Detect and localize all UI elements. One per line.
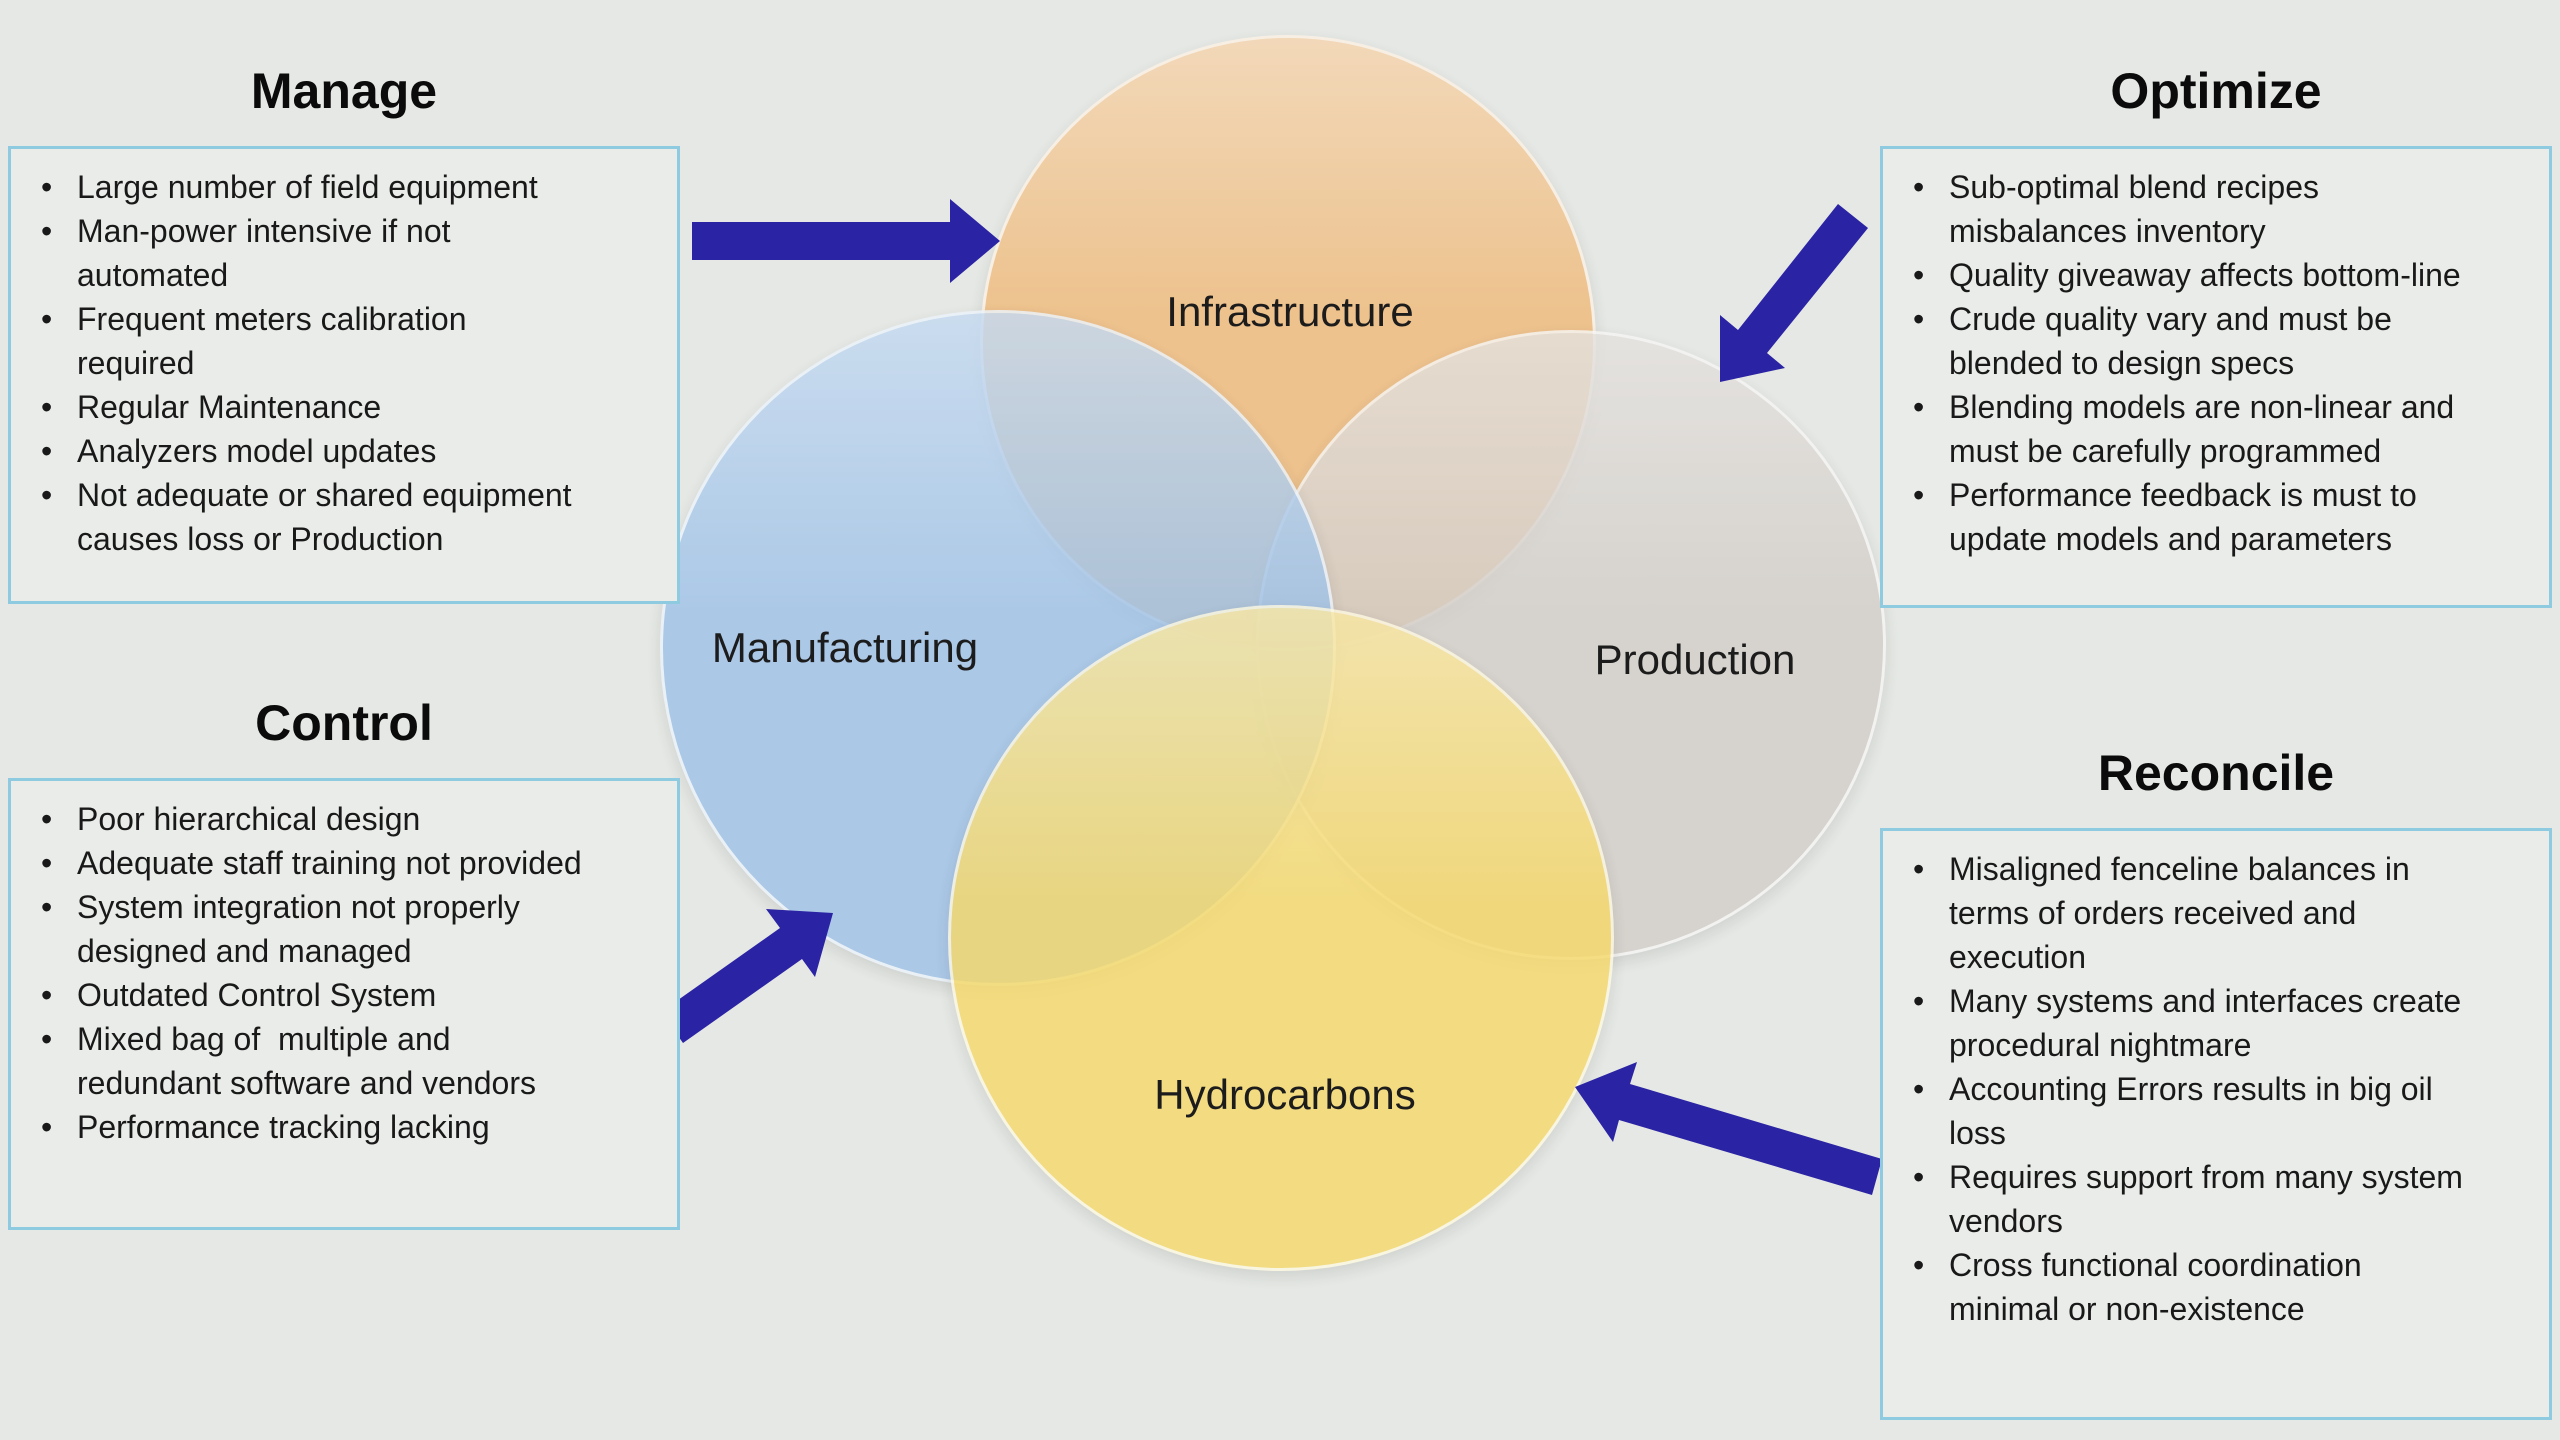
arrow-reconcile-to-hydrocarbons	[1575, 1062, 1882, 1195]
panel-box-manage: Large number of field equipmentMan-power…	[8, 146, 680, 604]
bullet-item: Outdated Control System	[25, 973, 667, 1017]
bullet-list-optimize: Sub-optimal blend recipes misbalances in…	[1897, 165, 2539, 561]
bullet-item: Adequate staff training not provided	[25, 841, 667, 885]
bullet-item: Mixed bag of multiple and redundant soft…	[25, 1017, 667, 1105]
bullet-list-reconcile: Misaligned fenceline balances in terms o…	[1897, 847, 2539, 1331]
bullet-item: Sub-optimal blend recipes misbalances in…	[1897, 165, 2539, 253]
panel-box-reconcile: Misaligned fenceline balances in terms o…	[1880, 828, 2552, 1420]
bullet-item: Cross functional coordination minimal or…	[1897, 1243, 2539, 1331]
panel-box-optimize: Sub-optimal blend recipes misbalances in…	[1880, 146, 2552, 608]
bullet-item: Regular Maintenance	[25, 385, 667, 429]
panel-manage: Manage Large number of field equipmentMa…	[8, 62, 680, 604]
arrow-manage-to-infrastructure	[692, 199, 1000, 283]
bullet-item: Frequent meters calibration required	[25, 297, 667, 385]
panel-optimize: Optimize Sub-optimal blend recipes misba…	[1880, 62, 2552, 608]
bullet-item: Blending models are non-linear and must …	[1897, 385, 2539, 473]
panel-title-manage: Manage	[250, 63, 438, 119]
bullet-item: Performance feedback is must to update m…	[1897, 473, 2539, 561]
panel-title-optimize: Optimize	[2110, 63, 2322, 119]
panel-reconcile: Reconcile Misaligned fenceline balances …	[1880, 744, 2552, 1420]
bullet-item: System integration not properly designed…	[25, 885, 667, 973]
bullet-item: Crude quality vary and must be blended t…	[1897, 297, 2539, 385]
bullet-item: Accounting Errors results in big oil los…	[1897, 1067, 2539, 1155]
panel-title-reconcile: Reconcile	[2097, 745, 2335, 801]
bullet-list-control: Poor hierarchical designAdequate staff t…	[25, 797, 667, 1149]
bullet-item: Analyzers model updates	[25, 429, 667, 473]
bullet-item: Man-power intensive if not automated	[25, 209, 667, 297]
venn-label-manufacturing: Manufacturing	[711, 624, 979, 671]
arrow-optimize-to-production	[1720, 204, 1868, 382]
panel-title-control: Control	[255, 695, 433, 751]
venn-label-infrastructure: Infrastructure	[1166, 288, 1414, 335]
bullet-item: Not adequate or shared equipment causes …	[25, 473, 667, 561]
bullet-item: Misaligned fenceline balances in terms o…	[1897, 847, 2539, 979]
arrow-control-to-manufacturing	[661, 909, 833, 1043]
panel-control: Control Poor hierarchical designAdequate…	[8, 694, 680, 1230]
bullet-item: Large number of field equipment	[25, 165, 667, 209]
venn-label-hydrocarbons: Hydrocarbons	[1154, 1071, 1416, 1118]
bullet-item: Requires support from many system vendor…	[1897, 1155, 2539, 1243]
venn-label-production: Production	[1594, 636, 1796, 683]
panel-box-control: Poor hierarchical designAdequate staff t…	[8, 778, 680, 1230]
bullet-item: Performance tracking lacking	[25, 1105, 667, 1149]
venn-circle-hydrocarbons	[948, 605, 1614, 1271]
bullet-item: Poor hierarchical design	[25, 797, 667, 841]
bullet-item: Quality giveaway affects bottom-line	[1897, 253, 2539, 297]
bullet-item: Many systems and interfaces create proce…	[1897, 979, 2539, 1067]
bullet-list-manage: Large number of field equipmentMan-power…	[25, 165, 667, 561]
